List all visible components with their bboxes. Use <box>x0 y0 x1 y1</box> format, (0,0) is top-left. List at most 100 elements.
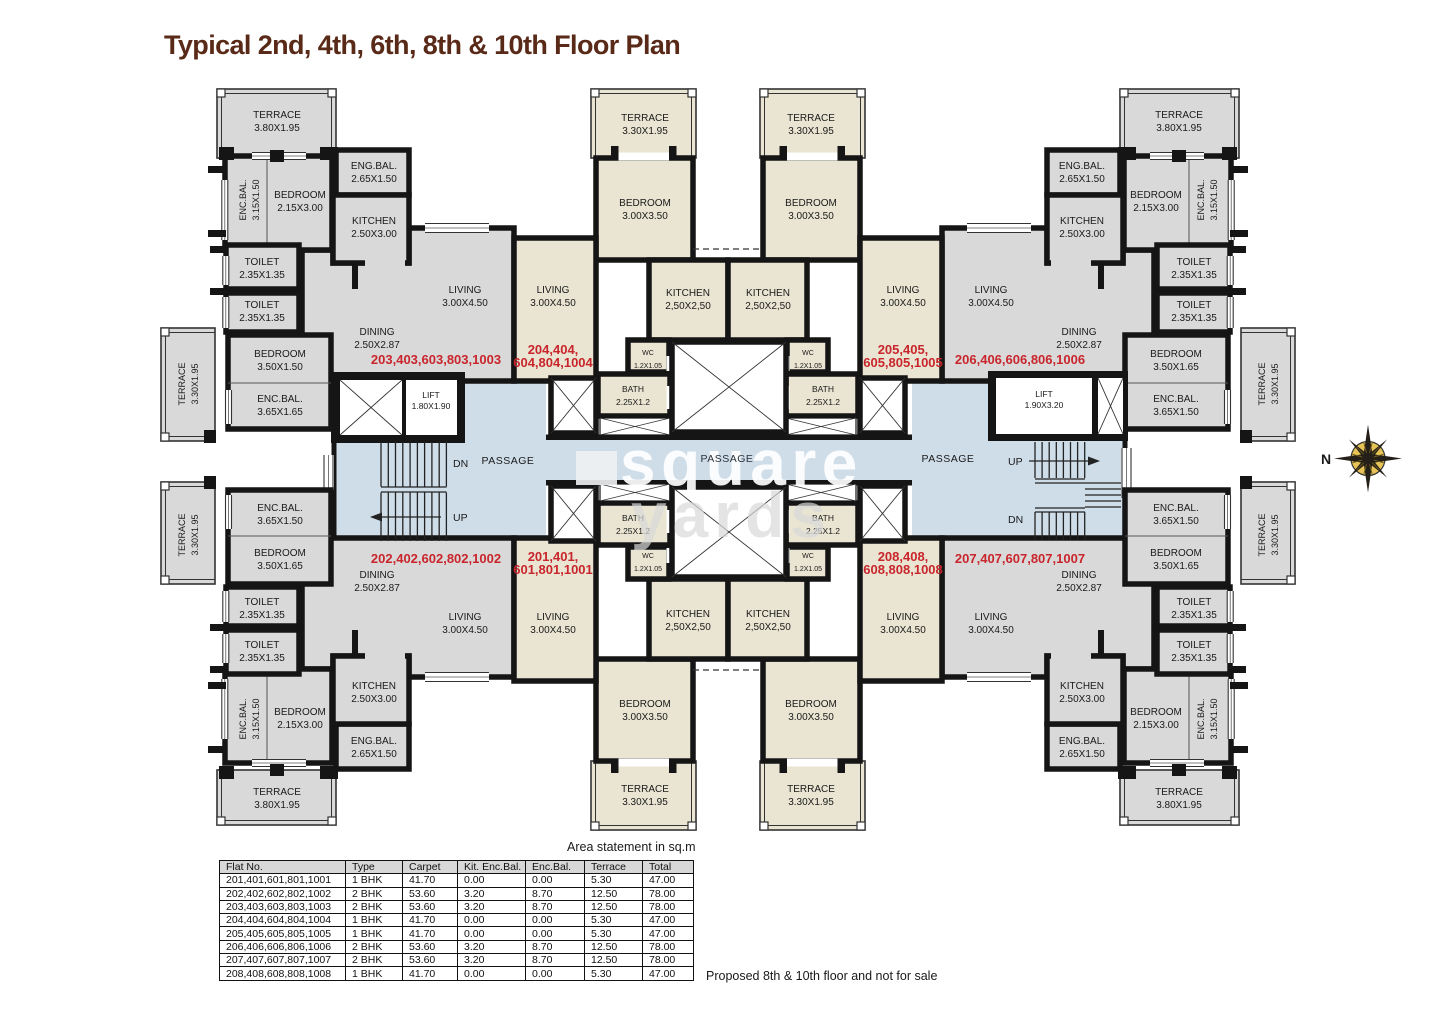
svg-text:2.50X3.00: 2.50X3.00 <box>351 694 397 705</box>
svg-text:ENG.BAL.: ENG.BAL. <box>351 736 397 747</box>
svg-text:TERRACE: TERRACE <box>1257 362 1267 405</box>
svg-text:3.00X3.50: 3.00X3.50 <box>788 211 834 222</box>
svg-text:KITCHEN: KITCHEN <box>666 609 710 620</box>
svg-text:3.50X1.65: 3.50X1.65 <box>1153 362 1199 373</box>
svg-text:LIVING: LIVING <box>537 285 570 296</box>
svg-text:3.80X1.95: 3.80X1.95 <box>1156 800 1202 811</box>
svg-text:2.65X1.50: 2.65X1.50 <box>351 749 397 760</box>
svg-text:WC: WC <box>642 553 654 560</box>
svg-text:2.65X1.50: 2.65X1.50 <box>1059 174 1105 185</box>
svg-text:ENG.BAL.: ENG.BAL. <box>351 161 397 172</box>
svg-text:3.30X1.95: 3.30X1.95 <box>1270 363 1280 404</box>
svg-text:DN: DN <box>1008 514 1023 526</box>
svg-text:2.50X3.00: 2.50X3.00 <box>1059 229 1105 240</box>
svg-text:2,50X2,50: 2,50X2,50 <box>665 301 711 312</box>
svg-text:LIVING: LIVING <box>887 612 920 623</box>
svg-text:ENG.BAL.: ENG.BAL. <box>1059 161 1105 172</box>
svg-text:TERRACE: TERRACE <box>253 787 301 798</box>
svg-text:TERRACE: TERRACE <box>1155 787 1203 798</box>
svg-text:UP: UP <box>1008 456 1023 468</box>
svg-text:ENC.BAL.: ENC.BAL. <box>1196 179 1206 220</box>
svg-text:3.50X1.50: 3.50X1.50 <box>257 362 303 373</box>
svg-text:PASSAGE: PASSAGE <box>701 453 754 465</box>
svg-text:2.25X1.2: 2.25X1.2 <box>616 397 650 407</box>
svg-text:BEDROOM: BEDROOM <box>785 198 837 209</box>
svg-text:2.65X1.50: 2.65X1.50 <box>351 174 397 185</box>
svg-text:3.50X1.65: 3.50X1.65 <box>1153 561 1199 572</box>
svg-text:3.30X1.95: 3.30X1.95 <box>788 797 834 808</box>
svg-text:TOILET: TOILET <box>1177 300 1212 311</box>
svg-text:1.2X1.05: 1.2X1.05 <box>794 363 822 370</box>
svg-text:LIFT: LIFT <box>422 390 439 400</box>
svg-text:2.25X1.2: 2.25X1.2 <box>806 526 840 536</box>
svg-text:BEDROOM: BEDROOM <box>1130 190 1182 201</box>
svg-text:604,804,1004: 604,804,1004 <box>513 355 593 370</box>
svg-text:3.30X1.95: 3.30X1.95 <box>190 514 200 555</box>
svg-text:3.15X1.50: 3.15X1.50 <box>1209 698 1219 739</box>
svg-text:BEDROOM: BEDROOM <box>619 198 671 209</box>
svg-text:202,402,602,802,1002: 202,402,602,802,1002 <box>371 551 501 566</box>
svg-text:3.80X1.95: 3.80X1.95 <box>254 123 300 134</box>
svg-text:TERRACE: TERRACE <box>1257 513 1267 556</box>
svg-text:3.00X4.50: 3.00X4.50 <box>968 298 1014 309</box>
svg-text:BATH: BATH <box>812 513 834 523</box>
svg-text:2,50X2,50: 2,50X2,50 <box>745 301 791 312</box>
svg-text:WC: WC <box>802 553 814 560</box>
svg-text:BATH: BATH <box>812 384 834 394</box>
svg-text:ENC.BAL.: ENC.BAL. <box>257 394 303 405</box>
svg-text:2.35X1.35: 2.35X1.35 <box>1171 610 1217 621</box>
svg-text:1.80X1.90: 1.80X1.90 <box>412 401 451 411</box>
svg-text:TOILET: TOILET <box>1177 597 1212 608</box>
svg-text:2.50X3.00: 2.50X3.00 <box>1059 694 1105 705</box>
svg-text:BEDROOM: BEDROOM <box>785 699 837 710</box>
svg-text:KITCHEN: KITCHEN <box>352 216 396 227</box>
svg-text:DN: DN <box>453 458 468 470</box>
svg-text:3.80X1.95: 3.80X1.95 <box>1156 123 1202 134</box>
svg-text:3.30X1.95: 3.30X1.95 <box>190 363 200 404</box>
svg-text:BEDROOM: BEDROOM <box>1150 548 1202 559</box>
svg-text:BEDROOM: BEDROOM <box>254 349 306 360</box>
svg-text:WC: WC <box>802 350 814 357</box>
svg-text:DINING: DINING <box>1062 327 1097 338</box>
svg-text:2.50X2.87: 2.50X2.87 <box>1056 583 1102 594</box>
svg-text:3.00X4.50: 3.00X4.50 <box>880 625 926 636</box>
svg-text:3.65X1.50: 3.65X1.50 <box>257 516 303 527</box>
svg-text:2.35X1.35: 2.35X1.35 <box>239 653 285 664</box>
svg-text:205,405,: 205,405, <box>878 342 929 357</box>
svg-text:3.15X1.50: 3.15X1.50 <box>251 698 261 739</box>
svg-text:3.30X1.95: 3.30X1.95 <box>1270 514 1280 555</box>
svg-text:601,801,1001: 601,801,1001 <box>513 562 593 577</box>
svg-text:square: square <box>620 427 863 499</box>
svg-text:1.2X1.05: 1.2X1.05 <box>634 566 662 573</box>
svg-text:3.30X1.95: 3.30X1.95 <box>622 797 668 808</box>
svg-text:LIVING: LIVING <box>975 612 1008 623</box>
svg-text:DINING: DINING <box>360 570 395 581</box>
svg-text:TERRACE: TERRACE <box>621 784 669 795</box>
svg-text:yards: yards <box>631 479 832 551</box>
svg-text:2,50X2,50: 2,50X2,50 <box>745 622 791 633</box>
svg-text:ENC.BAL.: ENC.BAL. <box>1153 394 1199 405</box>
svg-text:3.00X3.50: 3.00X3.50 <box>788 712 834 723</box>
svg-text:ENC.BAL.: ENC.BAL. <box>257 503 303 514</box>
svg-text:608,808,1008: 608,808,1008 <box>863 562 943 577</box>
svg-text:BEDROOM: BEDROOM <box>1130 707 1182 718</box>
svg-text:TOILET: TOILET <box>245 257 280 268</box>
svg-text:2.15X3.00: 2.15X3.00 <box>277 203 323 214</box>
svg-text:3.65X1.50: 3.65X1.50 <box>1153 407 1199 418</box>
svg-text:2.65X1.50: 2.65X1.50 <box>1059 749 1105 760</box>
svg-text:ENC.BAL.: ENC.BAL. <box>1196 698 1206 739</box>
svg-text:605,805,1005: 605,805,1005 <box>863 355 943 370</box>
svg-text:TERRACE: TERRACE <box>177 362 187 405</box>
svg-text:KITCHEN: KITCHEN <box>1060 216 1104 227</box>
svg-text:KITCHEN: KITCHEN <box>746 609 790 620</box>
svg-text:1.90X3.20: 1.90X3.20 <box>1025 400 1064 410</box>
svg-text:LIVING: LIVING <box>975 285 1008 296</box>
svg-text:ENG.BAL.: ENG.BAL. <box>1059 736 1105 747</box>
svg-text:206,406,606,806,1006: 206,406,606,806,1006 <box>955 352 1085 367</box>
svg-text:3.00X4.50: 3.00X4.50 <box>442 625 488 636</box>
svg-text:TOILET: TOILET <box>1177 257 1212 268</box>
svg-text:LIVING: LIVING <box>537 612 570 623</box>
svg-text:LIVING: LIVING <box>887 285 920 296</box>
svg-text:3.00X3.50: 3.00X3.50 <box>622 211 668 222</box>
svg-text:201,401,: 201,401, <box>528 549 579 564</box>
